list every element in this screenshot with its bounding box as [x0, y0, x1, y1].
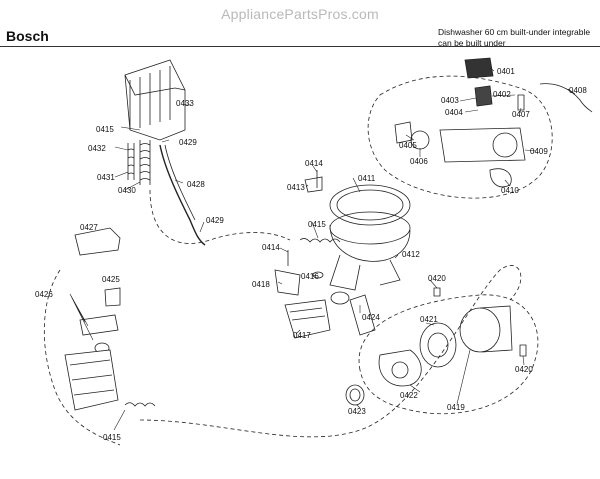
part-0431-drawing: [127, 143, 135, 180]
part-0401-drawing: [464, 57, 494, 79]
part-0405-drawing: [394, 121, 413, 144]
label-0403: 0403: [441, 96, 459, 105]
hose-route: [149, 189, 291, 244]
part-0409-drawing: [439, 127, 526, 163]
part-0415-bottom-drawing: [124, 402, 156, 407]
header-divider: [0, 46, 600, 47]
label-0413: 0413: [287, 183, 305, 192]
part-0416-drawing: [312, 271, 324, 279]
label-0424: 0424: [362, 313, 380, 322]
label-0414-top: 0414: [305, 159, 323, 168]
label-0429-top: 0429: [179, 138, 197, 147]
label-0418: 0418: [252, 280, 270, 289]
part-0425-drawing: [104, 287, 121, 307]
label-0414-mid: 0414: [262, 243, 280, 252]
part-0433-drawing: [124, 59, 186, 141]
label-0430: 0430: [118, 186, 136, 195]
model-description: Dishwasher 60 cm built-under integrable …: [438, 27, 590, 49]
group-boundary-0419: [358, 294, 539, 415]
label-0419: 0419: [447, 403, 465, 412]
label-0405: 0405: [399, 141, 417, 150]
label-0406: 0406: [410, 157, 428, 166]
hose-route-left: [43, 269, 121, 446]
label-0433: 0433: [176, 99, 194, 108]
label-0415-mid: 0415: [308, 220, 326, 229]
description-line-2: can be built under: [438, 38, 506, 48]
part-0402-drawing: [474, 85, 493, 107]
label-0415-top: 0415: [96, 125, 114, 134]
part-0427-drawing: [74, 227, 121, 256]
heater-assembly-drawing: [64, 349, 119, 411]
watermark-text: AppliancePartsPros.com: [221, 6, 379, 22]
part-0426-drawing: [79, 314, 119, 354]
part-0417-drawing: [284, 299, 331, 339]
label-0412: 0412: [402, 250, 420, 259]
label-0411: 0411: [358, 174, 376, 183]
label-0410: 0410: [501, 186, 519, 195]
label-0420-top: 0420: [428, 274, 446, 283]
label-0404: 0404: [445, 108, 463, 117]
label-0420-right: 0420: [515, 365, 533, 374]
label-0425: 0425: [102, 275, 120, 284]
label-0428: 0428: [187, 180, 205, 189]
part-0430-drawing: [139, 140, 151, 185]
description-line-1: Dishwasher 60 cm built-under integrable: [438, 27, 591, 37]
part-0411-drawing: [329, 184, 411, 226]
brand-name: Bosch: [6, 28, 49, 44]
label-0422: 0422: [400, 391, 418, 400]
label-0408: 0408: [569, 86, 587, 95]
part-0421-drawing: [419, 322, 457, 368]
label-0426: 0426: [35, 290, 53, 299]
part-0410-drawing: [489, 168, 512, 188]
part-0428-drawing: [159, 144, 206, 246]
label-0432: 0432: [88, 144, 106, 153]
label-0407: 0407: [512, 110, 530, 119]
part-0424-drawing: [349, 294, 376, 336]
label-0423: 0423: [348, 407, 366, 416]
part-0423-drawing: [345, 384, 365, 406]
hose-route-bottom: [139, 265, 522, 438]
part-0422-drawing: [378, 349, 422, 387]
label-0401: 0401: [497, 67, 515, 76]
part-0419-drawing: [459, 305, 513, 353]
label-0416: 0416: [301, 272, 319, 281]
label-0402: 0402: [493, 90, 511, 99]
label-0431: 0431: [97, 173, 115, 182]
part-0420-right-drawing: [519, 344, 527, 357]
label-0421: 0421: [420, 315, 438, 324]
part-0408-drawing: [539, 83, 593, 113]
label-0415-bottom: 0415: [103, 433, 121, 442]
part-0418-drawing: [274, 269, 301, 296]
label-0417: 0417: [293, 331, 311, 340]
part-0420-top-drawing: [433, 287, 441, 297]
part-0413-drawing: [304, 176, 323, 193]
part-0415-spring: [299, 238, 341, 243]
label-0429-mid: 0429: [206, 216, 224, 225]
label-0427: 0427: [80, 223, 98, 232]
header: AppliancePartsPros.com Bosch Dishwasher …: [0, 0, 600, 48]
part-0407-drawing: [517, 94, 525, 111]
label-0409: 0409: [530, 147, 548, 156]
